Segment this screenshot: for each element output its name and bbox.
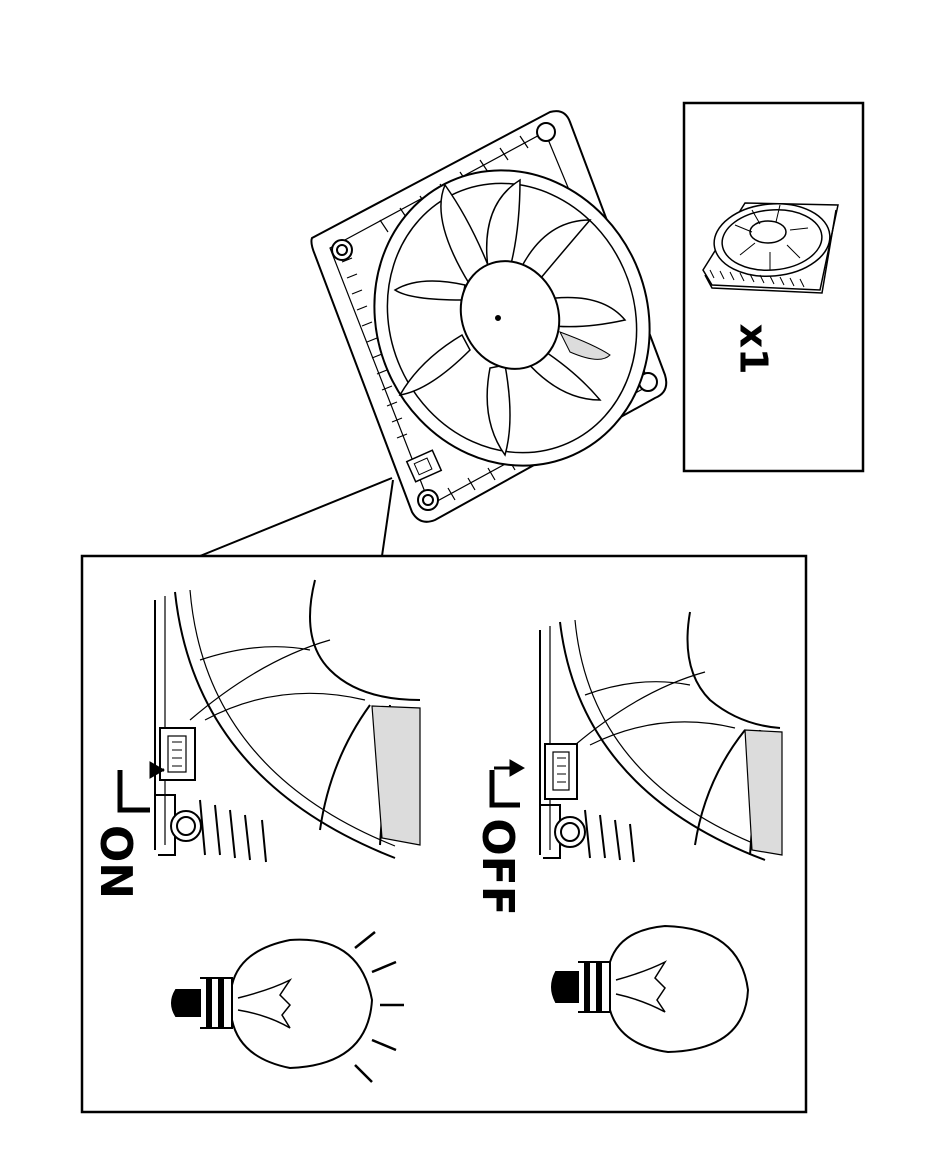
state-off-label: OFF [475, 818, 519, 916]
fan-icon [311, 111, 696, 522]
callout-lines [200, 478, 393, 556]
quantity-label: x1 [734, 324, 772, 375]
state-on-label: ON [93, 825, 137, 899]
